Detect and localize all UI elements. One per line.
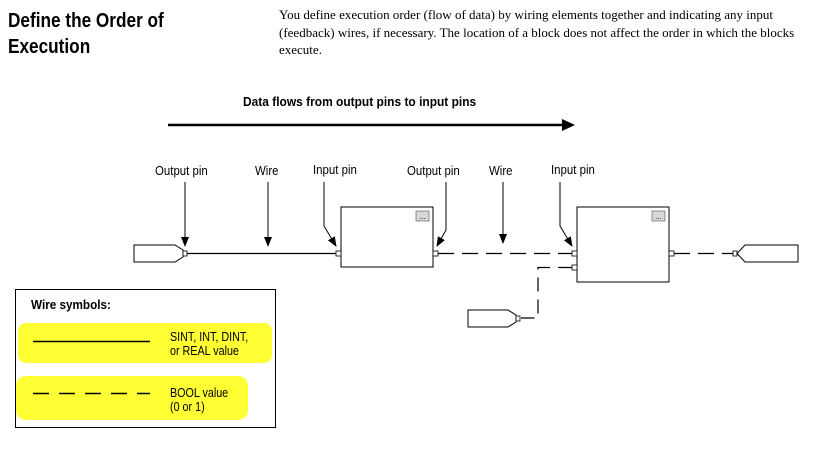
page-title: Define the Order of Execution (8, 8, 214, 60)
input-pin-label-1: Input pin (313, 162, 357, 177)
legend-solid-label: SINT, INT, DINT, or REAL value (170, 330, 248, 358)
wire-label-2: Wire (489, 163, 513, 178)
dashed-wire-highlight (16, 376, 248, 420)
solid-wire-highlight (18, 323, 272, 363)
block-1-properties-button[interactable] (415, 210, 430, 222)
legend-dashed-label-line-1: BOOL value (170, 386, 229, 400)
input-pin-pointer-2 (559, 182, 573, 247)
flow-arrow-head (562, 119, 575, 131)
wire-symbols-legend (15, 289, 276, 428)
feedback-reference-tag (467, 309, 517, 328)
feedback-wire (521, 266, 572, 319)
block-2-button-dots: ... (655, 213, 662, 221)
block-1-button-dots: ... (419, 213, 426, 221)
legend-solid-label-line-2: or REAL value (170, 344, 239, 358)
page-title-line-1: Define the Order of (8, 10, 164, 32)
legend-solid-label-line-1: SINT, INT, DINT, (170, 330, 249, 344)
block-2-properties-button[interactable] (651, 210, 666, 222)
output-pin-pointer-2 (436, 182, 447, 247)
input-pin-label-2: Input pin (551, 162, 595, 177)
intro-paragraph: You define execution order (flow of data… (279, 7, 795, 57)
page-title-line-2: Execution (8, 36, 91, 58)
wire-label-1: Wire (255, 163, 279, 178)
output-reference-tag (736, 244, 799, 263)
block-1-input-pin (335, 250, 342, 257)
legend-dashed-label: BOOL value (0 or 1) (170, 386, 228, 414)
legend-title: Wire symbols: (31, 297, 111, 312)
block-2-input-pin-1 (571, 250, 578, 257)
feedback-tag-pin (515, 315, 521, 322)
flow-direction-label: Data flows from output pins to input pin… (243, 94, 477, 109)
output-pin-label-1: Output pin (155, 163, 208, 178)
input-reference-tag (133, 244, 184, 263)
output-pin-label-2: Output pin (407, 163, 460, 178)
legend-dashed-label-line-2: (0 or 1) (170, 400, 205, 414)
input-pin-pointer-1 (323, 182, 337, 247)
